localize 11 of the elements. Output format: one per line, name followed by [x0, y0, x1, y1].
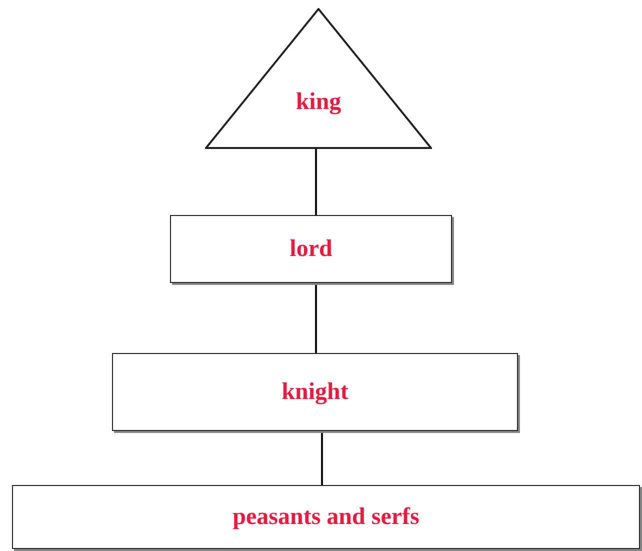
- rank-label: king: [296, 88, 342, 116]
- connector-line: [315, 149, 317, 215]
- connector-line: [321, 431, 323, 485]
- triangle-node: [205, 8, 432, 149]
- rank-label: lord: [290, 235, 332, 264]
- rank-box: [170, 215, 452, 283]
- rank-label: peasants and serfs: [232, 503, 420, 532]
- rank-label: knight: [282, 378, 348, 407]
- rank-box: [112, 353, 518, 431]
- rank-box: [12, 485, 640, 549]
- connector-line: [315, 283, 317, 353]
